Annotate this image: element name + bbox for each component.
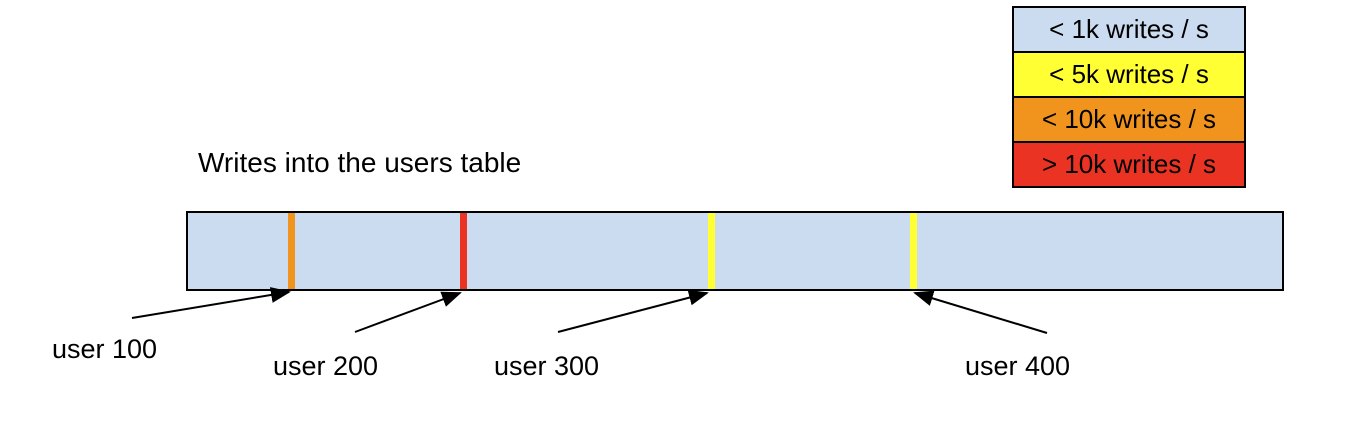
hotspot-stripe-user-300 [708,213,715,289]
legend-item-lt-5k: < 5k writes / s [1012,51,1246,98]
user-400-label: user 400 [965,351,1071,381]
arrow-user-400 [913,290,1048,334]
arrow-user-300 [557,289,709,333]
legend-item-label: < 5k writes / s [1049,59,1209,89]
legend-item-lt-10k: < 10k writes / s [1012,96,1246,143]
user-200-label: user 200 [273,351,379,381]
user-300-label: user 300 [494,351,600,381]
write-rate-legend: < 1k writes / s < 5k writes / s < 10k wr… [1012,6,1246,188]
legend-item-label: < 10k writes / s [1041,104,1217,134]
legend-item-label: < 1k writes / s [1049,14,1209,44]
legend-item-label: > 10k writes / s [1041,149,1217,179]
hotspot-stripe-user-400 [910,213,917,289]
users-table-bar [186,211,1284,291]
user-100-label: user 100 [52,334,158,364]
legend-item-gt-10k: > 10k writes / s [1012,141,1246,188]
legend-item-lt-1k: < 1k writes / s [1012,6,1246,53]
diagram-title: Writes into the users table [198,147,522,178]
hotspot-stripe-user-200 [460,213,467,289]
arrow-user-200 [354,291,462,333]
arrow-user-100 [131,287,291,319]
hotspot-stripe-user-100 [288,213,295,289]
